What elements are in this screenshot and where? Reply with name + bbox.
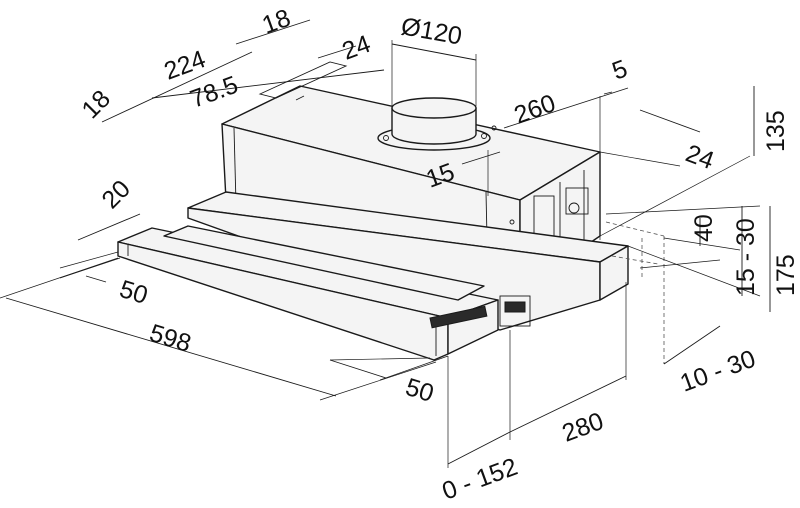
dim-0-152: 0 - 152	[438, 453, 521, 506]
exhaust-outlet-collar	[377, 97, 497, 151]
dim-78-5: 78.5	[186, 71, 241, 114]
extension-lines	[0, 40, 761, 468]
dim-50-left: 50	[116, 275, 151, 310]
dim-40: 40	[690, 214, 718, 242]
mounting-bracket	[258, 61, 348, 101]
dim-18-top: 18	[258, 4, 294, 40]
dim-24-right: 24	[682, 139, 718, 175]
dim-diameter-120: Ø120	[399, 12, 464, 50]
dimension-lines	[5, 19, 771, 465]
dim-135: 135	[762, 110, 790, 152]
dim-175: 175	[772, 254, 800, 296]
dim-24-top: 24	[338, 30, 374, 66]
dim-10-30: 10 - 30	[676, 345, 759, 398]
dim-280: 280	[558, 407, 607, 448]
dim-598: 598	[146, 319, 194, 358]
dim-5: 5	[608, 55, 631, 86]
dim-50-right: 50	[402, 373, 437, 408]
dim-260: 260	[510, 89, 559, 130]
dim-15-30: 15 - 30	[732, 218, 760, 296]
dim-20: 20	[96, 175, 135, 214]
pull-out-visor	[117, 225, 531, 361]
dim-224: 224	[160, 45, 209, 86]
